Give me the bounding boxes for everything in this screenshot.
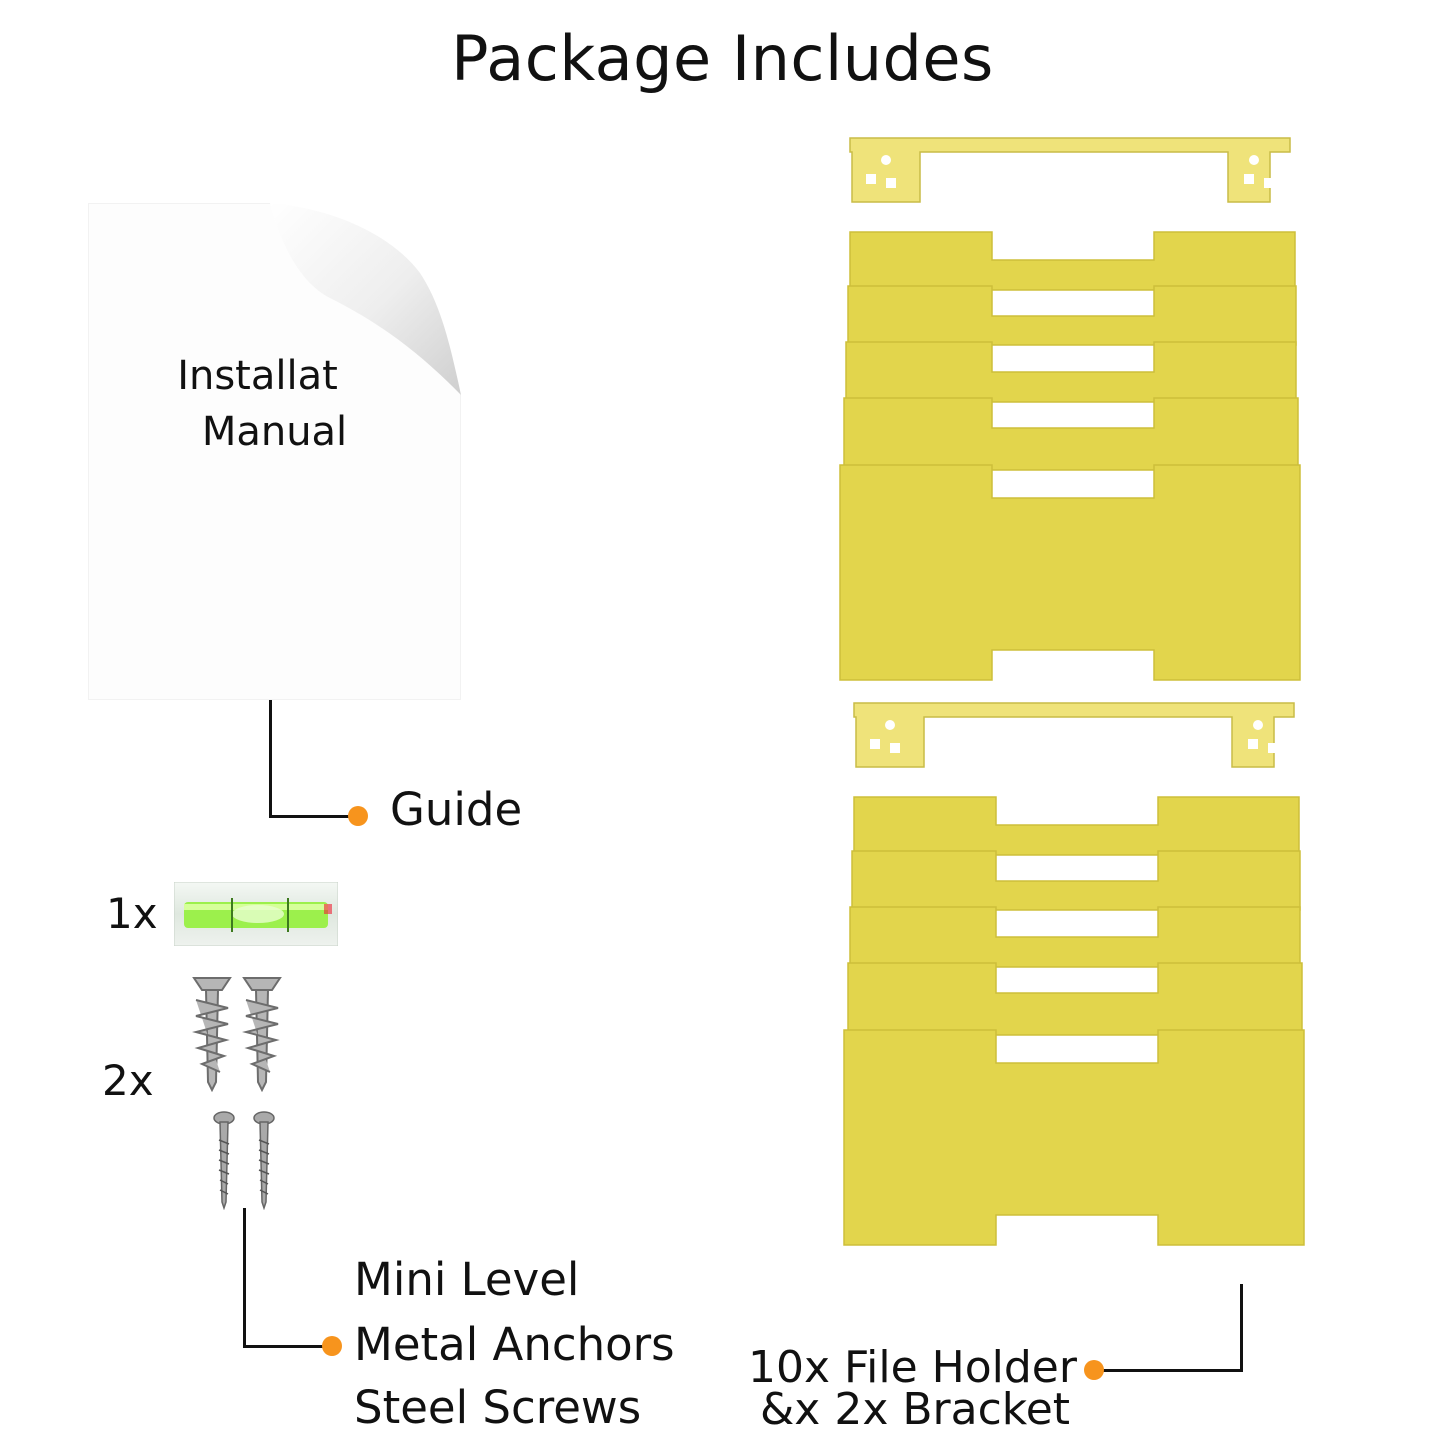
level-count: 1x (106, 889, 158, 938)
guide-leader-horizontal (269, 815, 359, 818)
guide-label: Guide (390, 783, 523, 836)
holder-leader-vertical (1240, 1284, 1243, 1372)
page-curl-icon (270, 203, 461, 395)
manual-text: Installat Manual (88, 348, 461, 460)
hardware-label-steel-screws: Steel Screws (354, 1381, 642, 1434)
hardware-label-mini-level: Mini Level (354, 1253, 580, 1306)
file-holder-set-bottom (843, 702, 1305, 1246)
manual-text-line2: Manual (201, 409, 348, 455)
metal-anchors-icon (192, 977, 282, 1092)
hardware-dot (322, 1336, 342, 1356)
manual-text-line1: Installat (177, 353, 338, 399)
mini-level-icon (174, 882, 338, 946)
guide-leader-vertical (269, 700, 272, 818)
holder-label-line1: 10x File Holder (748, 1342, 1077, 1393)
holder-label-line2: &x 2x Bracket (760, 1384, 1071, 1435)
bracket-top-icon (849, 137, 1291, 203)
guide-dot (348, 806, 368, 826)
hardware-leader-vertical (243, 1208, 246, 1348)
anchor-count: 2x (102, 1056, 154, 1105)
holder-dot (1084, 1360, 1104, 1380)
page-title: Package Includes (451, 22, 994, 95)
holder-leader-horizontal (1100, 1369, 1243, 1372)
file-holder-set-top (839, 137, 1301, 681)
steel-screws-icon (213, 1111, 275, 1210)
hardware-label-metal-anchors: Metal Anchors (354, 1318, 675, 1371)
hardware-leader-horizontal (243, 1345, 323, 1348)
bracket-bottom-icon (853, 702, 1295, 768)
